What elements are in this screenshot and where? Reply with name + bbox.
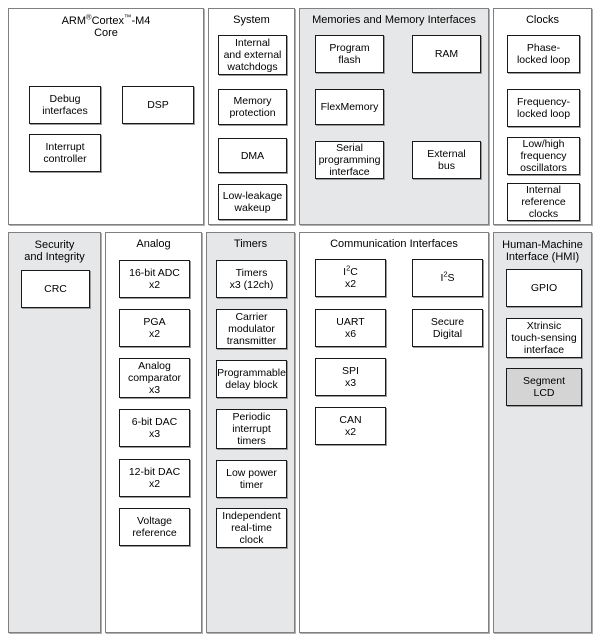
block-timers: Timers x3 (12ch) [216,260,287,298]
block-label: RAM [434,48,459,60]
block-uart: UART x6 [315,309,386,347]
block-label: Secure Digital [430,316,465,340]
block-label: Segment LCD [522,375,566,399]
panel-memories: Memories and Memory Interfaces Program f… [299,8,489,225]
block-label: Voltage reference [132,515,177,539]
block-label: CAN x2 [339,414,362,438]
panel-analog: Analog 16-bit ADC x2 PGA x2 Analog compa… [105,232,202,633]
block-label: DMA [240,149,265,162]
block-label: 16-bit ADC x2 [129,267,180,291]
block-label: External bus [427,148,466,172]
block-label: 6-bit DAC x3 [131,416,178,440]
block-label: Serial programming interface [318,142,381,178]
panel-memories-title: Memories and Memory Interfaces [312,14,476,26]
block-debug-interfaces: Debug interfaces [29,86,101,124]
block-gpio: GPIO [506,269,582,307]
block-label: Internal and external watchdogs [223,37,282,73]
panel-clocks: Clocks Phase- locked loop Frequency- loc… [493,8,592,225]
block-label: GPIO [530,282,558,294]
block-periodic-interrupt-timers: Periodic interrupt timers [216,409,287,449]
block-dsp: DSP [122,86,194,124]
block-secure-digital: Secure Digital [412,309,483,347]
panel-communication-title: Communication Interfaces [330,238,458,250]
block-label: PGA x2 [143,316,166,340]
block-interrupt-controller: Interrupt controller [29,134,101,172]
block-label: 12-bit DAC x2 [128,466,181,490]
block-external-bus: External bus [412,141,481,179]
block-i2s: I2S [412,259,483,297]
block-label: I2S [440,269,455,284]
block-label: Xtrinsic touch-sensing interface [511,320,577,356]
block-label: Frequency- locked loop [516,96,571,120]
panel-timers-title: Timers [233,238,268,250]
block-label: Memory protection [229,95,276,119]
block-label: Low power timer [226,467,277,491]
block-label: SPI x3 [342,365,359,389]
block-label: Debug interfaces [42,93,88,117]
block-frequency-locked-loop: Frequency- locked loop [507,89,580,127]
block-program-flash: Program flash [315,35,384,73]
panel-clocks-title: Clocks [525,14,559,26]
block-carrier-modulator-transmitter: Carrier modulator transmitter [216,309,287,349]
block-watchdogs: Internal and external watchdogs [218,35,287,75]
block-low-power-timer: Low power timer [216,460,287,498]
block-spi: SPI x3 [315,358,386,396]
block-label: Low/high frequency oscillators [520,138,567,174]
block-12bit-dac: 12-bit DAC x2 [119,459,190,497]
block-independent-real-time-clock: Independent real-time clock [216,508,287,548]
block-label: Periodic interrupt timers [232,411,271,447]
block-dma: DMA [218,138,287,173]
block-label: Low-leakage wakeup [222,190,283,214]
block-internal-reference-clocks: Internal reference clocks [507,183,580,221]
block-xtrinsic-touch-sensing-interface: Xtrinsic touch-sensing interface [506,318,582,358]
block-programmable-delay-block: Programmable delay block [216,360,287,398]
block-crc: CRC [21,270,90,308]
block-label: Independent real-time clock [222,510,281,546]
block-oscillators: Low/high frequency oscillators [507,137,580,175]
block-analog-comparator: Analog comparator x3 [119,358,190,398]
block-ram: RAM [412,35,481,73]
block-6bit-dac: 6-bit DAC x3 [119,409,190,447]
block-label: Programmable delay block [217,367,286,391]
block-serial-programming-interface: Serial programming interface [315,141,384,179]
panel-analog-title: Analog [136,238,171,250]
block-16bit-adc: 16-bit ADC x2 [119,260,190,298]
block-label: Interrupt controller [43,141,87,165]
block-label: Phase- locked loop [516,42,571,66]
block-label: Internal reference clocks [521,184,566,220]
block-can: CAN x2 [315,407,386,445]
block-segment-lcd: Segment LCD [506,368,582,406]
block-label: Carrier modulator transmitter [226,311,277,347]
block-pga: PGA x2 [119,309,190,347]
block-phase-locked-loop: Phase- locked loop [507,35,580,73]
block-flexmemory: FlexMemory [315,89,384,125]
panel-system: System Internal and external watchdogs M… [208,8,295,225]
block-label: Timers x3 (12ch) [229,267,274,291]
block-label: CRC [44,283,67,295]
block-label: Program flash [329,42,370,66]
block-label: Analog comparator x3 [127,360,182,396]
block-label: UART x6 [336,316,365,340]
block-voltage-reference: Voltage reference [119,508,190,546]
panel-system-title: System [233,14,270,26]
block-low-leakage-wakeup: Low-leakage wakeup [218,184,287,220]
block-memory-protection: Memory protection [218,89,287,125]
block-label: FlexMemory [320,101,379,113]
panel-timers: Timers Timers x3 (12ch) Carrier modulato… [206,232,295,633]
block-label: DSP [147,99,169,111]
